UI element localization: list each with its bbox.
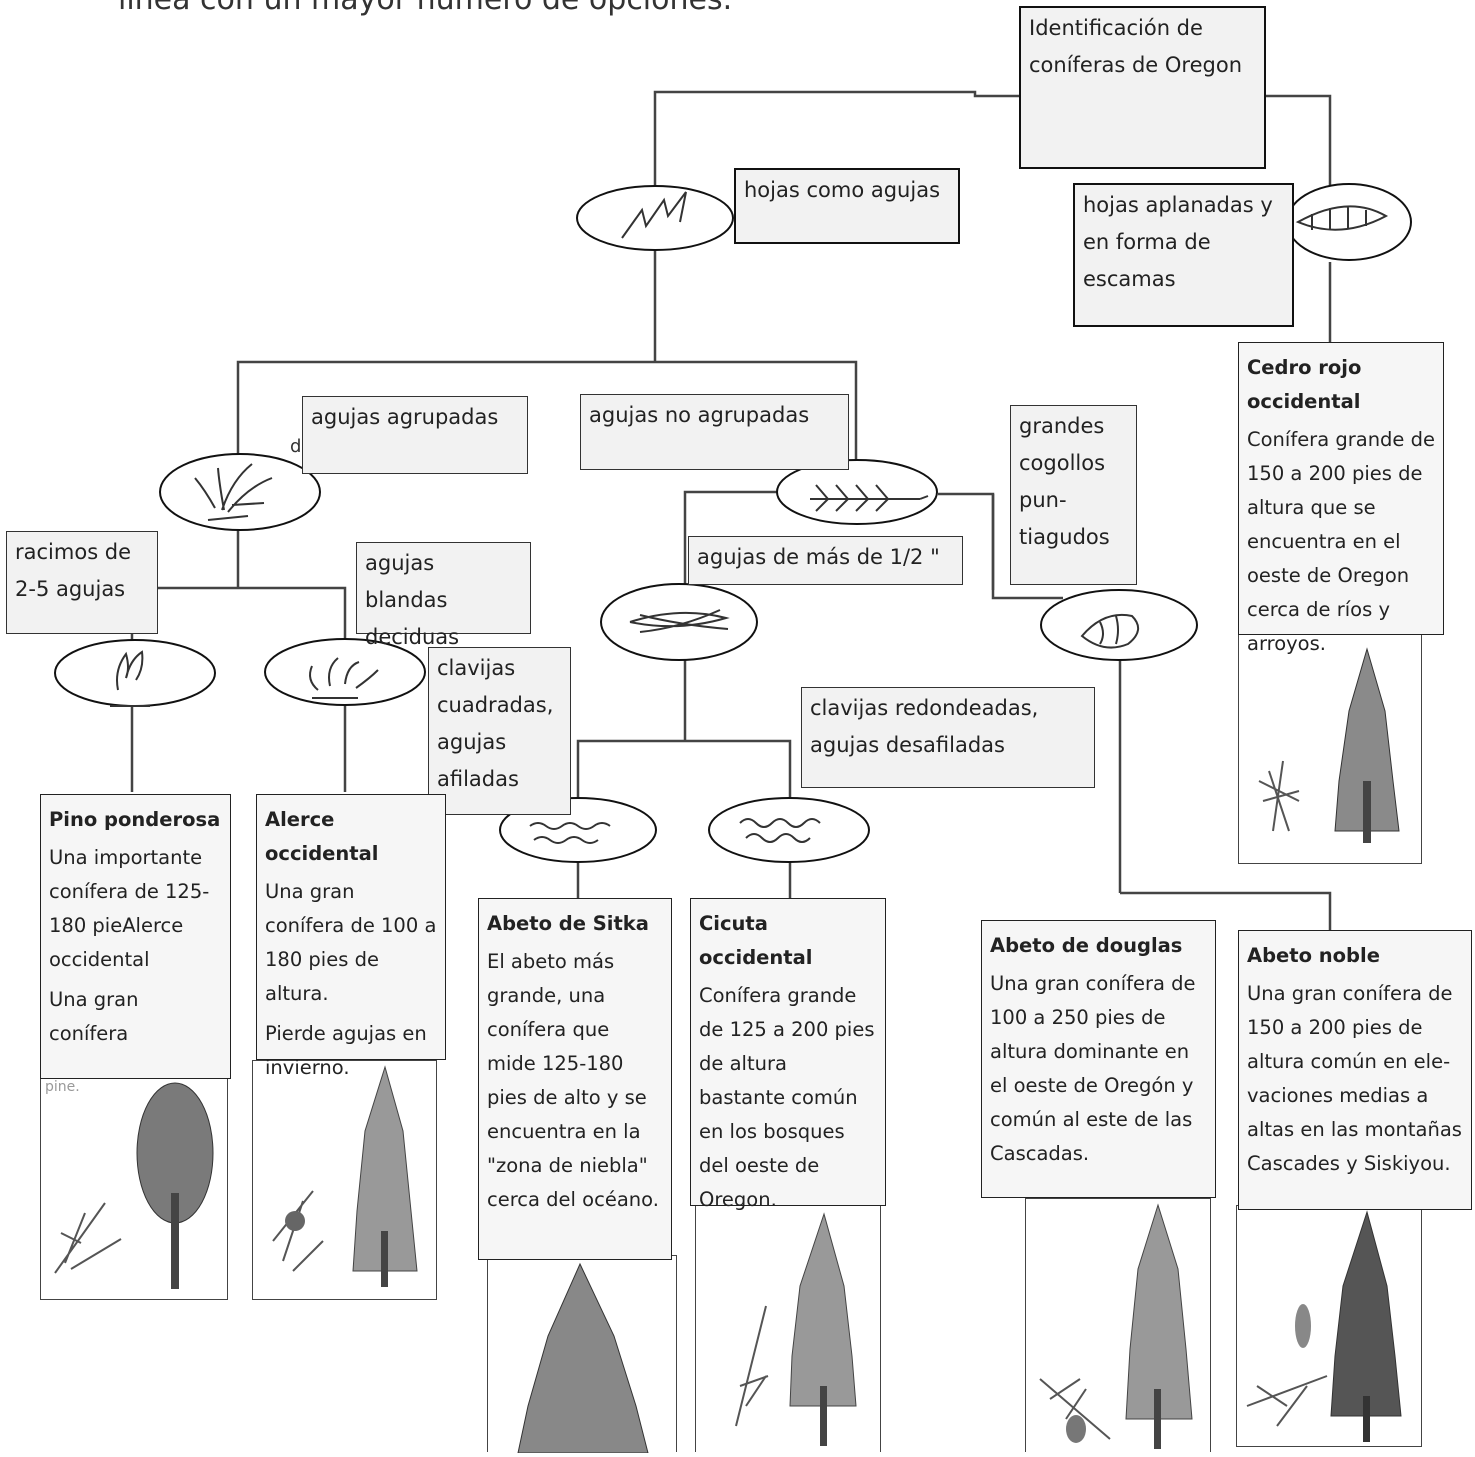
label-round-pegs: clavijas redondeadas, agujas desafiladas: [801, 687, 1095, 788]
card-title: Abeto de Sitka: [487, 912, 649, 935]
stray-letter: d: [290, 436, 302, 457]
sitka-illustration: [487, 1255, 677, 1454]
card-text: Una gran conífera de 100 a 250 pies de a…: [990, 972, 1196, 1165]
card-text: Conífera grande de 125 a 200 pies de alt…: [699, 984, 875, 1211]
round-peg-symbol: [708, 797, 870, 863]
connector-cluster-split: [236, 360, 858, 475]
connector-clustered-split: [130, 586, 347, 642]
tree-icon: [1246, 1210, 1402, 1442]
noble-illustration: [1236, 1205, 1422, 1447]
label-not-clustered: agujas no agrupadas: [580, 394, 849, 470]
card-title: Abeto noble: [1247, 944, 1380, 967]
card-cedar: Cedro rojo occidental Conífera grande de…: [1238, 342, 1444, 655]
clustered-symbol: [159, 453, 321, 531]
label-soft-deciduous: agujas blandas deciduas: [356, 542, 531, 649]
card-title: Pino ponderosa: [49, 808, 221, 831]
not-clustered-symbol: [776, 459, 938, 525]
label-clusters-2-5: racimos de 2-5 agujas: [6, 531, 158, 634]
connector-notclustered-left: [683, 490, 778, 585]
label-square-pegs: clavijas cuadradas, agujas afiladas: [428, 647, 571, 815]
cedar-illustration: [1238, 630, 1422, 864]
card-douglas: Abeto de douglas Una gran conífera de 10…: [981, 920, 1216, 1198]
label-needle-like: hojas como agujas: [734, 168, 960, 244]
label-big-buds: grandes cogollos pun- tiagudos: [1010, 405, 1137, 585]
card-title: Cicuta occidental: [699, 912, 813, 969]
connector-root-needle: [653, 90, 1020, 190]
card-noble: Abeto noble Una gran conífera de 150 a 2…: [1238, 930, 1472, 1210]
stray-pine-text: pine.: [45, 1079, 80, 1095]
tree-icon: [735, 1212, 857, 1446]
top-text-fragment: línea con un mayor número de opciones.: [118, 0, 732, 17]
card-larch: Alerce occidental Una gran conífera de 1…: [256, 794, 446, 1079]
card-text: Una gran conífera de 150 a 200 pies de a…: [1247, 982, 1462, 1175]
tree-icon: [54, 1082, 214, 1289]
card-text: Pierde agujas en invierno.: [265, 1022, 427, 1079]
label-scale-like: hojas aplanadas y en forma de escamas: [1073, 183, 1294, 327]
card-title: Alerce occidental: [265, 808, 379, 865]
card-text: Una gran conífera: [49, 988, 139, 1045]
long-needle-symbol: [600, 583, 758, 661]
card-hemlock: Cicuta occidental Conífera grande de 125…: [690, 898, 886, 1211]
ponderosa-illustration: pine.: [40, 1072, 228, 1300]
card-text: Una gran conífera de 100 a 180 pies de a…: [265, 880, 437, 1005]
douglas-illustration: [1025, 1198, 1211, 1452]
root-title: Identificación de coníferas de Oregon: [1019, 6, 1266, 169]
card-text: Una importante conífera de 125-180 pieAl…: [49, 846, 210, 971]
connector-pegs-split: [576, 739, 792, 806]
card-text: El abeto más grande, una conífera que mi…: [487, 950, 659, 1211]
connector-root-scale: [1265, 94, 1332, 188]
card-title: Abeto de douglas: [990, 934, 1183, 957]
bud-symbol: [1040, 589, 1198, 661]
deciduous-symbol: [264, 638, 426, 706]
label-clustered: agujas agrupadas: [302, 396, 528, 474]
tree-icon: [272, 1065, 418, 1287]
tree-icon: [1039, 1203, 1193, 1449]
card-text: Conífera grande de 150 a 200 pies de alt…: [1247, 428, 1436, 655]
tree-icon: [517, 1262, 649, 1454]
needle-like-symbol: [576, 185, 734, 251]
tree-icon: [1258, 647, 1400, 843]
hemlock-illustration: [695, 1205, 881, 1452]
card-ponderosa: Pino ponderosa Una importante conífera d…: [40, 794, 231, 1079]
label-over-half-inch: agujas de más de 1/2 ": [688, 536, 963, 585]
bundle-symbol: [54, 639, 216, 707]
card-sitka: Abeto de Sitka El abeto más grande, una …: [478, 898, 672, 1260]
card-title: Cedro rojo occidental: [1247, 356, 1362, 413]
larch-illustration: [252, 1060, 437, 1300]
connector-notclustered-right: [991, 494, 1063, 600]
